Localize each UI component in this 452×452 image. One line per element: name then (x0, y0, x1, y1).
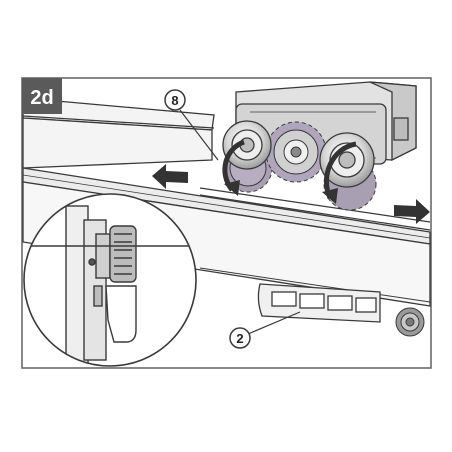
roller-left (222, 120, 272, 170)
upper-rail (22, 97, 215, 169)
drive-gear-center (265, 121, 327, 183)
step-label: 2d (30, 87, 53, 109)
step-badge (22, 78, 62, 114)
arrow-left-icon (152, 164, 188, 189)
zoom-inset-border (23, 193, 197, 367)
rail-top-edge (199, 187, 431, 231)
zoom-inset-background (24, 194, 196, 366)
zoom-inset-detail (24, 205, 196, 366)
callout-2-circle (229, 327, 251, 349)
callout-8-leader (179, 109, 219, 161)
callout-2-leader (247, 311, 301, 335)
lower-bracket (257, 283, 381, 323)
knurled-knob (395, 307, 425, 337)
callout-8-label: 8 (171, 93, 178, 108)
callout-8-circle (164, 89, 186, 111)
callout-2-label: 2 (236, 331, 243, 346)
rotate-counterclockwise-arrowhead (224, 180, 240, 196)
rotate-clockwise-arrowhead (322, 188, 338, 204)
arrow-right-icon (394, 199, 430, 224)
